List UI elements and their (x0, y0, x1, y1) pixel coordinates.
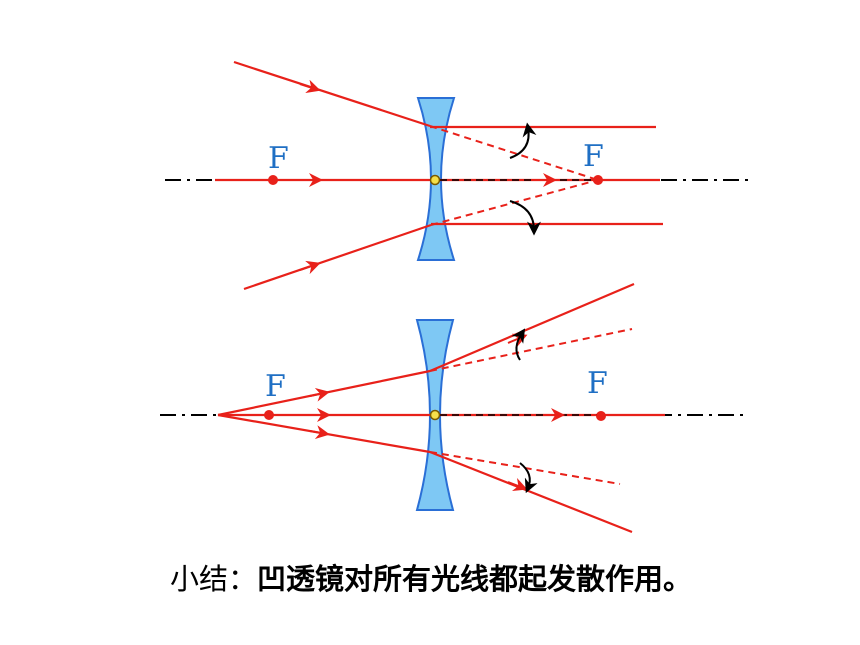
bottom-ray-arrow-1 (309, 387, 330, 402)
summary-prefix: 小结： (170, 562, 258, 596)
top-focal-point-left (268, 175, 278, 185)
top-bend-arrow-lower (509, 200, 541, 236)
top-focus-label-left: F (268, 141, 289, 176)
bottom-focal-point-right (596, 411, 606, 421)
bottom-refracted-ray-lower (429, 450, 633, 534)
top-bend-arrow-upper (509, 122, 537, 159)
top-diagram: F F (165, 60, 748, 291)
bottom-incident-ray-lower (217, 413, 431, 454)
bottom-focus-label-left: F (265, 369, 286, 404)
bottom-optical-center (429, 409, 441, 421)
bottom-dashed-path-upper (429, 328, 633, 372)
bottom-ray-arrow-3 (309, 425, 330, 439)
top-incident-ray-upper (233, 60, 431, 128)
top-ray-arrow-1 (299, 79, 321, 94)
summary-text: 凹透镜对所有光线都起发散作用。 (257, 562, 693, 596)
bottom-diagram: F F (160, 282, 748, 534)
bottom-focal-point-left (264, 410, 274, 420)
top-dashed-extension-upper (429, 125, 599, 181)
bottom-incident-ray-upper (217, 369, 431, 417)
top-focal-point-right (593, 175, 603, 185)
top-ray-arrow-3 (299, 260, 321, 275)
top-optical-center (429, 174, 441, 186)
top-incident-ray-lower (243, 223, 432, 291)
bottom-focus-label-right: F (587, 366, 608, 401)
bottom-refracted-ray-upper (429, 282, 635, 373)
summary-caption: 小结：凹透镜对所有光线都起发散作用。 (170, 556, 692, 598)
bottom-bend-arrow-lower (519, 462, 538, 494)
bottom-bend-arrow-upper (511, 328, 526, 361)
bottom-ray-arrow-6 (507, 477, 528, 492)
top-focus-label-right: F (583, 139, 604, 174)
